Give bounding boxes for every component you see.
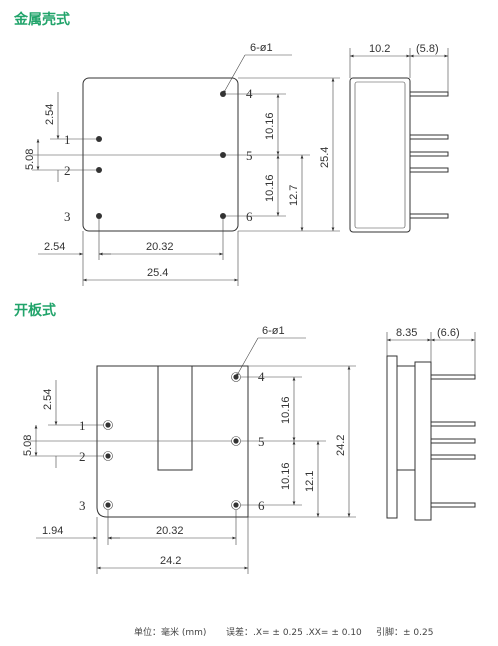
metal-case-body	[82, 77, 239, 232]
metal-dim-right-pitch-a: 10.16	[264, 112, 276, 140]
footer-unit: 单位：毫米 (mm)	[134, 626, 206, 638]
metal-pin-3	[96, 213, 102, 219]
open-dim-side-width: 8.35	[396, 327, 417, 339]
open-frame-transformer	[157, 365, 193, 471]
metal-callout-leader	[222, 54, 246, 95]
metal-pin-label-6: 6	[246, 209, 253, 224]
metal-side-inner	[354, 81, 406, 229]
metal-pin-label-5: 5	[246, 148, 253, 163]
metal-case-title: 金属壳式	[13, 11, 70, 28]
metal-dim-height-total: 25.4	[319, 147, 331, 168]
open-dim-pin-pitch-left: 5.08	[22, 435, 34, 456]
open-pin-3	[103, 500, 113, 510]
open-dim-pin-span: 20.32	[156, 525, 184, 537]
open-side-frame	[414, 361, 432, 521]
metal-pin-1	[96, 136, 102, 142]
open-pin-label-4: 4	[258, 369, 265, 384]
open-pin-label-3: 3	[79, 498, 86, 513]
metal-pin-label-4: 4	[246, 86, 253, 101]
metal-dim-height-partial: 12.7	[288, 185, 300, 206]
open-pin-label-1: 1	[79, 418, 86, 433]
open-frame-board	[96, 365, 249, 518]
open-pin-2	[103, 451, 113, 461]
open-pin-1	[103, 420, 113, 430]
metal-pin-label-3: 3	[64, 209, 71, 224]
open-side-lead	[430, 438, 476, 444]
footer-notes: 单位：毫米 (mm) 误差：.X= ± 0.25 .XX= ± 0.10 引脚：…	[134, 626, 433, 638]
open-side-transformer	[396, 365, 416, 471]
footer-pin-tolerance: 引脚：± 0.25	[376, 627, 433, 638]
metal-dim-side-extra: (5.8)	[416, 43, 439, 55]
open-side-lead	[430, 374, 476, 380]
open-pin-label-5: 5	[258, 434, 265, 449]
open-dim-side-extra: (6.6)	[437, 327, 460, 339]
open-side-lead	[430, 454, 476, 460]
metal-dim-total-width: 25.4	[147, 267, 168, 279]
open-side-lead	[430, 502, 476, 508]
metal-pin-label-1: 1	[64, 132, 71, 147]
open-dim-total-width: 24.2	[160, 555, 181, 567]
metal-dim-bottom-offset: 2.54	[44, 241, 65, 253]
open-dim-height-total: 24.2	[335, 435, 347, 456]
metal-side-lead	[409, 134, 449, 140]
metal-dim-pin-span: 20.32	[146, 241, 174, 253]
metal-side-lead	[409, 91, 449, 97]
metal-pin-label-2: 2	[64, 163, 71, 178]
open-pin-5	[231, 436, 241, 446]
metal-side-lead	[409, 151, 449, 157]
open-pin-label-2: 2	[79, 449, 86, 464]
metal-dim-pin-pitch-left: 5.08	[24, 149, 36, 170]
open-hole-callout: 6-ø1	[262, 325, 285, 337]
metal-hole-callout: 6-ø1	[250, 42, 273, 54]
metal-side-lead	[409, 167, 449, 173]
open-dim-bottom-offset: 1.94	[42, 525, 63, 537]
open-callout-leader	[235, 337, 259, 378]
open-frame-section: 开板式 1 2 3 4 5 6 6-ø1 2.54 5.08	[14, 302, 476, 574]
open-frame-title: 开板式	[14, 302, 56, 319]
open-side-leads	[430, 374, 476, 508]
metal-dim-right-pitch-b: 10.16	[264, 174, 276, 202]
open-dim-pin-vertical-top: 2.54	[42, 389, 54, 410]
metal-case-section: 金属壳式 1 2 3 4 5 6 6-ø1 2.54 5.08	[13, 11, 449, 286]
open-side-lead	[430, 421, 476, 427]
metal-side-lead	[409, 213, 449, 219]
open-side-board	[386, 355, 398, 519]
metal-dim-pin-vertical-top: 2.54	[44, 104, 56, 125]
open-dim-right-pitch-a: 10.16	[280, 396, 292, 424]
open-dim-right-pitch-b: 10.16	[280, 462, 292, 490]
metal-pin-5	[220, 152, 226, 158]
open-pin-label-6: 6	[258, 498, 265, 513]
metal-pin-2	[96, 167, 102, 173]
metal-side-body	[349, 77, 411, 233]
open-dim-height-partial: 12.1	[304, 471, 316, 492]
open-pin-6	[231, 500, 241, 510]
metal-side-leads	[409, 91, 449, 219]
metal-dim-side-width: 10.2	[369, 43, 390, 55]
footer-tolerance: 误差：.X= ± 0.25 .XX= ± 0.10	[226, 626, 362, 638]
metal-pin-6	[220, 213, 226, 219]
